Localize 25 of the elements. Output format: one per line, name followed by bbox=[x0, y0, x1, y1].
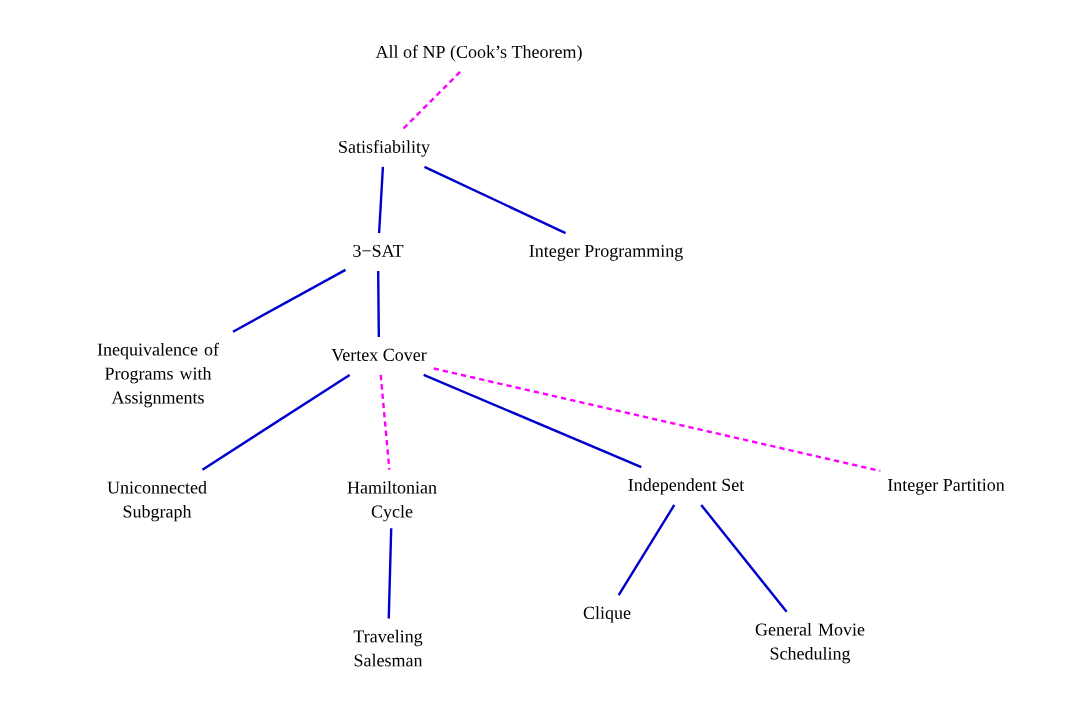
problem-label: Inequivalence of Programs with Assignments bbox=[97, 342, 219, 408]
dashed-line bbox=[402, 71, 461, 130]
problem-label: 3−SAT bbox=[353, 244, 404, 257]
problem-label: Independent Set bbox=[628, 478, 745, 495]
reduction-line bbox=[387, 528, 393, 619]
dashed-line bbox=[379, 374, 391, 470]
reduction-line bbox=[700, 504, 788, 613]
problem-label: Vertex Cover bbox=[331, 348, 427, 362]
reduction-line bbox=[617, 504, 676, 596]
problem-label: Uniconnected Subgraph bbox=[107, 480, 207, 522]
reduction-line bbox=[377, 166, 385, 234]
dashed-line bbox=[433, 367, 881, 473]
reduction-line bbox=[232, 268, 347, 333]
problem-label: Hamiltonian Cycle bbox=[347, 480, 437, 522]
problem-label: Integer Partition bbox=[887, 478, 1005, 495]
problem-label: Satisfiability bbox=[339, 140, 430, 157]
reduction-line bbox=[423, 165, 567, 235]
problem-label: General Movie Scheduling bbox=[755, 622, 865, 664]
problem-label: Traveling Salesman bbox=[353, 629, 423, 667]
reduction-line bbox=[377, 270, 380, 338]
reduction-line bbox=[201, 373, 351, 471]
problem-label: Integer Programming bbox=[529, 244, 683, 261]
problem-label: Clique bbox=[583, 606, 631, 623]
problem-label: All of NP (Cook’s Theorem) bbox=[375, 45, 582, 62]
reduction-line bbox=[423, 373, 642, 469]
